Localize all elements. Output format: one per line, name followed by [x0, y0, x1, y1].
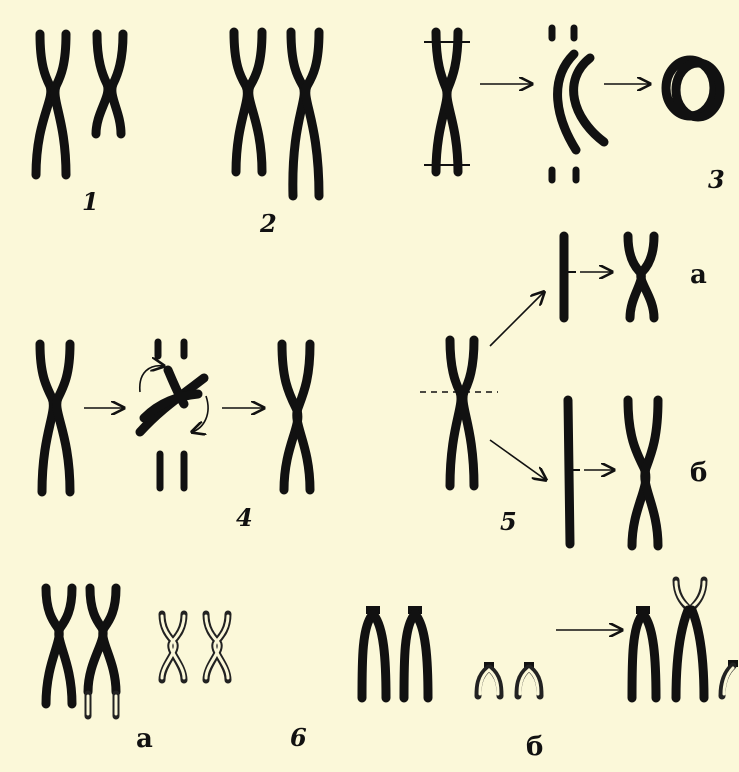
- panel-6b-label: б: [526, 734, 543, 760]
- panel-1-label: 1: [82, 190, 99, 214]
- chromosome-duplication: [291, 32, 319, 196]
- small-light-chromosome: [206, 614, 228, 680]
- arrow-down: [490, 440, 546, 480]
- acrocentric-chromosome: [404, 606, 428, 698]
- variant-a: [564, 236, 654, 318]
- panel-6a-translocation: [46, 588, 228, 716]
- small-acrocentric-light: [478, 662, 500, 696]
- acrocentric-result: [632, 606, 656, 698]
- panel-5-label: 5: [500, 510, 517, 534]
- panel-6b-fusion: [362, 580, 738, 698]
- panel-5-isochromosome: [420, 236, 658, 546]
- small-light-chromosome: [162, 614, 184, 680]
- panel-6a-label: а: [136, 726, 153, 752]
- variant-b: [568, 400, 658, 546]
- panel-2-chromosomes: [234, 32, 319, 196]
- acrocentric-chromosome: [362, 606, 386, 698]
- panel-2-label: 2: [260, 212, 277, 236]
- chromosome-normal: [450, 340, 474, 486]
- small-acrocentric-light: [518, 662, 540, 696]
- small-acrocentric-light: [722, 660, 738, 696]
- chromosome-normal: [40, 344, 70, 492]
- chromosome-normal: [36, 34, 66, 175]
- panel-5a-label: а: [690, 262, 707, 288]
- chromosome-break-marks: [424, 32, 470, 172]
- panel-3-ring-formation: [424, 28, 720, 180]
- chromosome-deletion: [96, 34, 123, 134]
- chromosome-with-light-segment: [88, 588, 116, 716]
- panel-1-chromosomes: [36, 34, 123, 175]
- inverting-segment: [140, 342, 208, 488]
- panel-4-label: 4: [236, 506, 253, 530]
- ring-chromosome: [666, 60, 720, 117]
- chromosome-fragments: [552, 28, 604, 180]
- chromosome-inverted: [282, 344, 310, 490]
- chromosome-normal: [234, 32, 262, 172]
- panel-6-label: 6: [290, 726, 307, 750]
- arrow-up: [490, 292, 544, 346]
- fused-chromosome: [676, 580, 704, 698]
- chromosome-large: [46, 588, 72, 704]
- panel-5b-label: б: [690, 460, 707, 486]
- panel-3-label: 3: [708, 168, 725, 192]
- panel-4-inversion: [40, 342, 310, 492]
